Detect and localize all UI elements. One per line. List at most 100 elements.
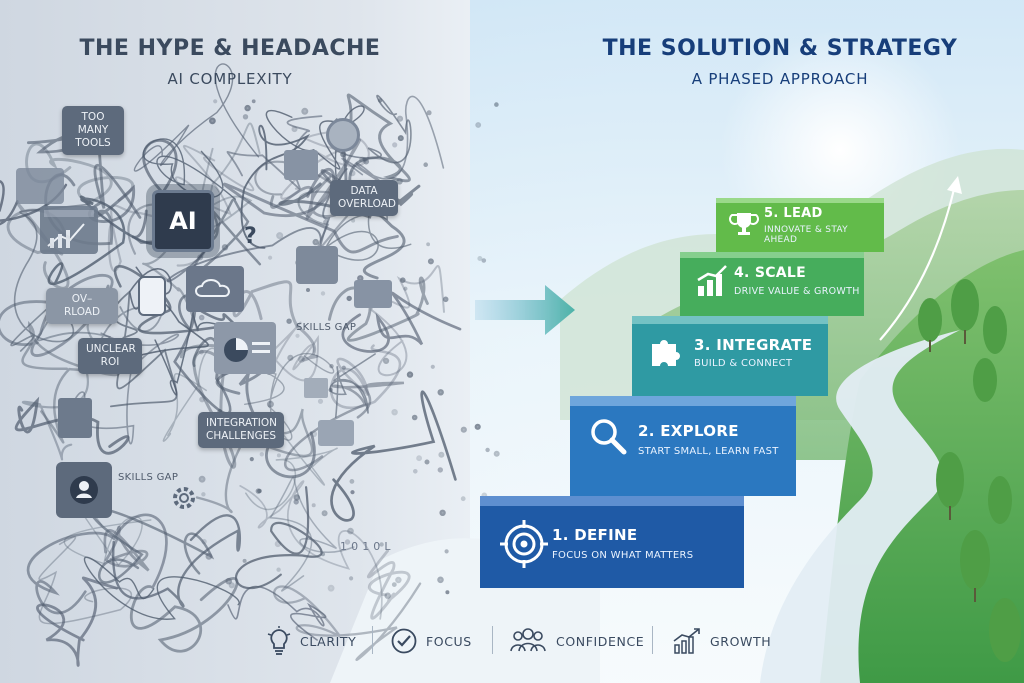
ai-chip-label: AI [169,207,197,235]
particle-dot [317,398,324,404]
particle-dot [312,238,319,246]
ai-chip-icon: AI [152,190,214,252]
particle-dot [298,355,305,363]
step-explore[interactable]: 2. EXPLORE START SMALL, LEARN FAST [570,396,796,496]
particle-dot [259,452,264,457]
particle-dot [384,592,391,599]
particle-dot [268,255,273,260]
particle-dot [242,558,247,563]
bottom-label-clarity: CLARITY [300,633,357,649]
particle-dot [494,102,499,107]
step-define-title: 1. DEFINE [552,526,638,544]
right-title: THE SOLUTION & STRATEGY [602,36,958,61]
step-integrate-title: 3. INTEGRATE [694,336,813,354]
step-integrate-top [632,316,828,324]
step-define[interactable]: 1. DEFINE FOCUS ON WHAT MATTERS [480,496,744,588]
trophy-icon [729,213,759,235]
right-subtitle: A PHASED APPROACH [691,70,869,88]
particle-dot [306,288,311,293]
particle-dot [399,277,406,284]
wire-strand [329,353,376,418]
particle-dot [198,475,206,483]
user-tile-icon [56,462,112,518]
pie-icon [326,118,360,152]
step-explore-subtitle: START SMALL, LEARN FAST [638,446,779,457]
particle-dot [383,357,390,364]
step-integrate-subtitle: BUILD & CONNECT [694,358,793,369]
particle-dot [347,527,354,535]
wire-strand [240,124,310,249]
particle-dot [438,451,445,458]
mail-icon [354,280,392,308]
wire-strand [265,105,365,177]
data-overload-label: DATA OVERLOAD [330,180,398,217]
database-icon [138,276,166,316]
particle-dot [493,450,500,457]
particle-dot [430,364,435,369]
step-explore-title: 2. EXPLORE [638,422,739,440]
particle-dot [485,447,490,453]
particle-dot [255,488,261,494]
step-lead[interactable]: 5. LEAD INNOVATE & STAY AHEAD [716,198,884,252]
particle-dot [437,467,443,473]
wire-strand [10,203,89,352]
bottom-divider-3 [652,626,653,654]
particle-dot [391,409,398,416]
bottom-item-clarity: CLARITY [266,624,356,658]
particle-dot [396,178,403,185]
particle-dot [205,553,213,560]
step-scale[interactable]: 4. SCALE DRIVE VALUE & GROWTH [680,252,864,316]
particle-dot [293,499,299,505]
particle-dot [323,219,329,225]
particle-dot [475,122,482,128]
step-lead-top [716,198,884,203]
particle-dot [310,430,318,438]
particle-dot [208,117,216,125]
bottom-label-growth: GROWTH [710,633,772,649]
wire-strand [245,419,338,511]
particle-dot [379,542,384,547]
particle-dot [349,479,355,484]
step-scale-subtitle: DRIVE VALUE & GROWTH [734,286,860,297]
particle-dot [416,455,423,462]
particle-dot [423,162,429,168]
particle-dot [244,104,251,112]
video-tile-icon [58,398,92,438]
particle-dot [199,396,206,403]
particle-dot [411,414,418,421]
wire-strand [133,63,260,172]
step-explore-top [570,396,796,406]
wire-strand [166,168,348,283]
gear-icon [170,484,198,512]
particle-dot [346,295,352,302]
particle-dot [474,423,481,430]
particle-dot [403,286,408,291]
particle-dot [228,582,235,589]
skills-gap-label-top: SKILLS GAP [296,322,357,333]
particle-dot [397,135,404,142]
particle-dot [251,99,256,104]
particle-dot [437,389,444,396]
step-integrate[interactable]: 3. INTEGRATE BUILD & CONNECT [632,316,828,396]
bottom-item-confidence: CONFIDENCE [508,624,644,658]
step-lead-title: 5. LEAD [764,206,823,221]
particle-dot [199,349,204,355]
pie-tile-icon [214,322,276,374]
particle-dot [344,539,351,545]
particle-dot [341,365,346,370]
particle-dot [437,576,444,584]
particle-dot [424,459,430,465]
wire-strand [111,514,242,608]
particle-dot [444,549,449,554]
particle-dot [396,115,404,122]
particle-dot [320,291,326,296]
wire-strand [239,480,383,620]
particle-dot [460,496,466,502]
particle-dot [198,314,205,321]
too-many-tools-label: TOO MANY TOOLS [62,106,124,156]
wire-strand [267,321,319,382]
particle-dot [406,371,414,378]
particle-dot [201,492,206,497]
particle-dot [225,577,233,585]
particle-dot [395,576,402,584]
